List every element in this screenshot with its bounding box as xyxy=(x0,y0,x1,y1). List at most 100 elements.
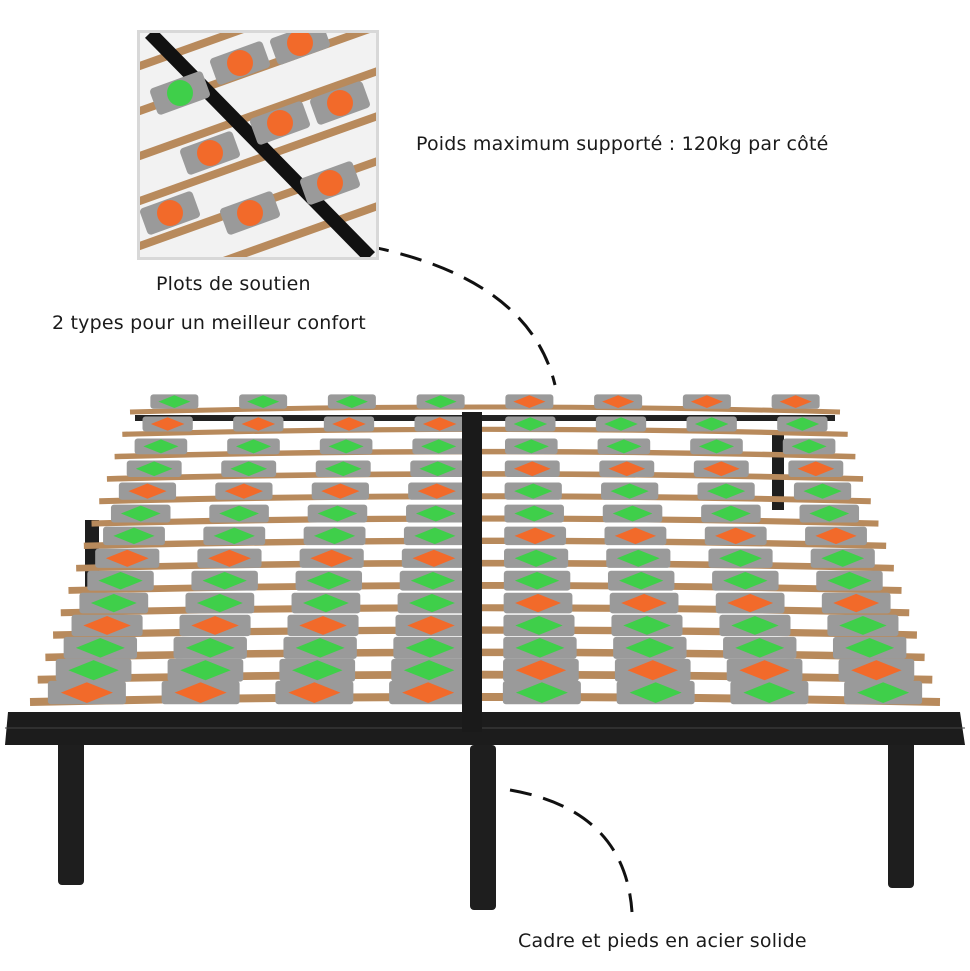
support-plot xyxy=(399,570,467,591)
slat xyxy=(76,559,894,572)
support-plot xyxy=(730,680,809,705)
support-plot xyxy=(611,614,683,637)
support-plot xyxy=(602,504,663,523)
legs xyxy=(58,430,914,910)
support-plot xyxy=(203,526,266,546)
support-plot xyxy=(287,614,359,637)
support-plot xyxy=(606,548,671,568)
support-plot xyxy=(410,460,466,477)
support-plot xyxy=(719,614,791,637)
leader-line-frame xyxy=(509,788,634,913)
support-plot xyxy=(412,438,466,455)
support-plot xyxy=(197,548,262,568)
support-plot xyxy=(295,570,363,591)
support-plot xyxy=(227,438,280,455)
support-plot xyxy=(103,526,165,546)
support-plot xyxy=(704,526,767,546)
support-plot xyxy=(599,460,655,477)
support-plot xyxy=(607,570,675,591)
support-plot xyxy=(209,504,269,523)
support-plot xyxy=(95,548,160,568)
support-plot xyxy=(601,482,659,500)
support-plot xyxy=(134,438,188,455)
support-plot xyxy=(87,570,154,591)
support-plot xyxy=(191,570,258,591)
slat xyxy=(99,493,871,505)
support-plot xyxy=(788,460,844,477)
support-plot xyxy=(503,592,573,614)
supports-title: Plots de soutien xyxy=(156,273,311,295)
support-plot xyxy=(185,592,255,614)
support-plot xyxy=(279,658,356,682)
slat xyxy=(129,404,841,415)
support-plot xyxy=(179,614,251,637)
support-plot xyxy=(323,416,375,432)
support-plot xyxy=(142,416,193,432)
slat xyxy=(122,426,848,437)
support-plot xyxy=(55,658,132,682)
support-plot xyxy=(395,614,467,637)
support-plot xyxy=(609,592,679,614)
support-plot xyxy=(389,680,468,705)
support-plot xyxy=(233,416,284,432)
slat xyxy=(45,648,925,662)
support-plot xyxy=(827,614,899,637)
support-plot xyxy=(47,680,126,705)
support-plot xyxy=(697,482,755,500)
support-plot xyxy=(682,394,731,409)
support-plot xyxy=(690,438,743,455)
support-plot xyxy=(63,636,138,659)
support-plot xyxy=(408,482,466,500)
support-plot xyxy=(403,526,466,546)
support-plot xyxy=(504,438,558,455)
support-plot xyxy=(275,680,354,705)
slat xyxy=(114,448,856,460)
support-plot xyxy=(613,636,687,659)
support-plot xyxy=(173,636,247,659)
support-plot xyxy=(723,636,797,659)
support-plot xyxy=(503,658,579,682)
support-plot xyxy=(299,548,364,568)
support-plot xyxy=(126,460,182,477)
support-plot xyxy=(504,526,567,546)
support-plot xyxy=(701,504,761,523)
slat xyxy=(52,626,918,639)
support-plot xyxy=(816,570,883,591)
support-plot xyxy=(594,394,643,409)
support-plot xyxy=(414,416,465,432)
support-plot xyxy=(502,680,581,705)
support-plot xyxy=(291,592,361,614)
support-plot xyxy=(71,614,143,637)
slat xyxy=(68,582,902,594)
support-plot xyxy=(319,438,373,455)
support-plot xyxy=(215,482,273,500)
support-plot xyxy=(715,592,785,614)
support-plot xyxy=(504,460,560,477)
support-plot xyxy=(391,658,467,682)
support-plot xyxy=(708,548,773,568)
support-plot xyxy=(686,416,737,432)
support-plot xyxy=(315,460,371,477)
support-plot xyxy=(503,636,577,659)
support-plot xyxy=(799,504,860,523)
support-plot xyxy=(604,526,667,546)
max-weight-label: Poids maximum supporté : 120kg par côté xyxy=(416,133,829,155)
support-plot xyxy=(712,570,779,591)
support-plot xyxy=(503,570,571,591)
support-plot xyxy=(614,658,691,682)
support-plot xyxy=(307,504,368,523)
wood-slats xyxy=(29,404,941,706)
support-plot xyxy=(503,614,575,637)
support-plot xyxy=(805,526,867,546)
slat xyxy=(106,471,864,482)
support-plots-closeup xyxy=(137,30,379,260)
support-plot xyxy=(838,658,915,682)
support-plot xyxy=(416,394,465,409)
support-plot xyxy=(504,548,569,568)
support-plot xyxy=(79,592,149,614)
support-plot xyxy=(221,460,277,477)
support-plot xyxy=(616,680,695,705)
support-plot xyxy=(821,592,891,614)
support-plot xyxy=(595,416,647,432)
